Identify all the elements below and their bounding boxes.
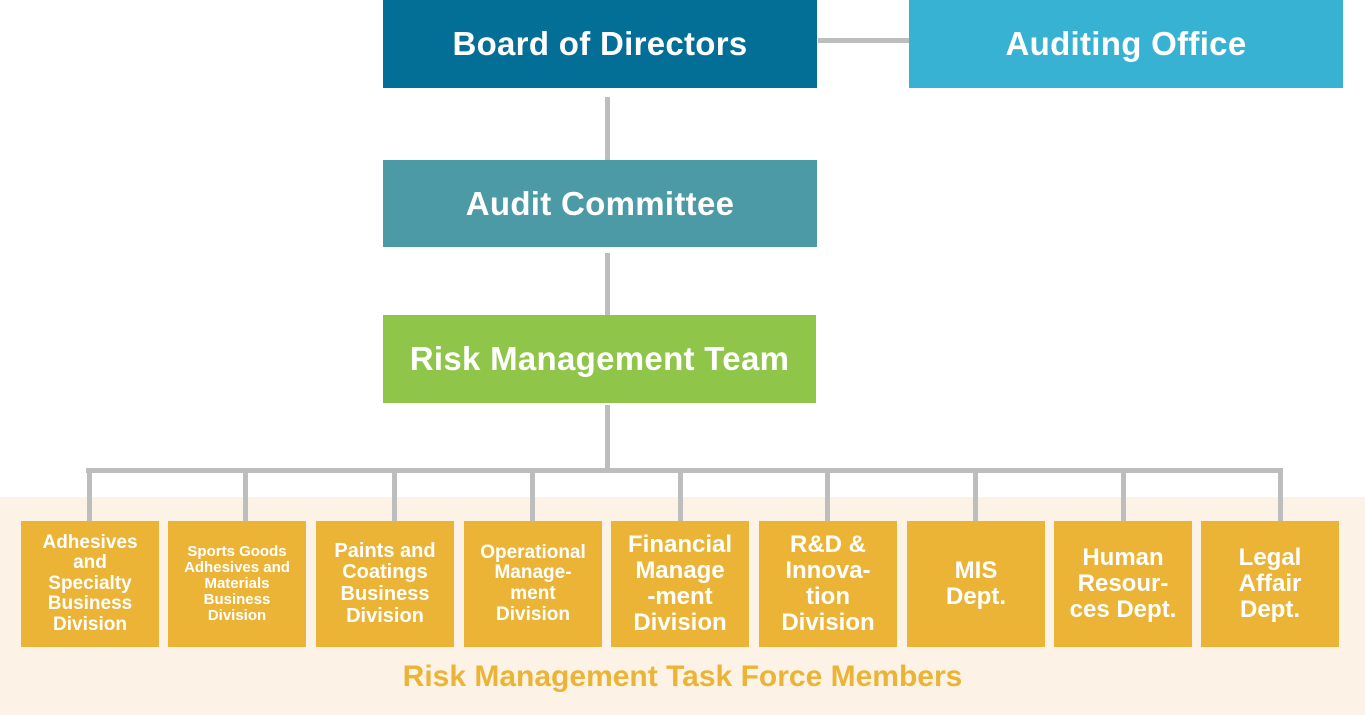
risk-management-team-label: Risk Management Team bbox=[409, 340, 790, 377]
connector-committee-risk bbox=[605, 253, 610, 315]
board-of-directors-label: Board of Directors bbox=[452, 25, 748, 62]
member-box-financial-management: Financial Manage -ment Division bbox=[611, 521, 749, 647]
connector-drop-4 bbox=[530, 470, 535, 521]
member-box-sports-goods: Sports Goods Adhesives and Materials Bus… bbox=[168, 521, 306, 647]
risk-management-team-box: Risk Management Team bbox=[383, 315, 816, 403]
member-label: Operational Manage- ment Division bbox=[480, 541, 586, 625]
task-force-caption: Risk Management Task Force Members bbox=[402, 660, 963, 693]
member-box-paints-coatings: Paints and Coatings Business Division bbox=[316, 521, 454, 647]
member-label: Sports Goods Adhesives and Materials Bus… bbox=[184, 542, 290, 625]
audit-committee-label: Audit Committee bbox=[465, 184, 735, 222]
connector-drop-2 bbox=[243, 470, 248, 521]
connector-drop-3 bbox=[392, 470, 397, 521]
auditing-office-box: Auditing Office bbox=[909, 0, 1343, 88]
member-label: Adhesives and Specialty Business Divisio… bbox=[42, 531, 138, 635]
audit-committee-box: Audit Committee bbox=[383, 160, 817, 247]
connector-drop-7 bbox=[973, 470, 978, 521]
connector-drop-1 bbox=[87, 470, 92, 521]
member-box-rnd-innovation: R&D & Innova- tion Division bbox=[759, 521, 897, 647]
connector-drop-8 bbox=[1121, 470, 1126, 521]
member-box-legal-affair: Legal Affair Dept. bbox=[1201, 521, 1339, 647]
member-box-human-resources: Human Resour- ces Dept. bbox=[1054, 521, 1192, 647]
connector-board-committee bbox=[605, 97, 610, 160]
member-label: Human Resour- ces Dept. bbox=[1069, 544, 1177, 623]
member-label: R&D & Innova- tion Division bbox=[781, 531, 875, 636]
connector-horizontal-bus bbox=[86, 468, 1283, 473]
auditing-office-label: Auditing Office bbox=[1005, 25, 1247, 62]
member-label: Paints and Coatings Business Division bbox=[334, 539, 436, 627]
member-label: MIS Dept. bbox=[946, 557, 1006, 610]
connector-drop-6 bbox=[825, 470, 830, 521]
member-label: Legal Affair Dept. bbox=[1238, 544, 1302, 623]
member-box-operational-management: Operational Manage- ment Division bbox=[464, 521, 602, 647]
member-label: Financial Manage -ment Division bbox=[627, 531, 733, 636]
member-box-mis: MIS Dept. bbox=[907, 521, 1045, 647]
member-box-adhesives-specialty: Adhesives and Specialty Business Divisio… bbox=[21, 521, 159, 647]
board-of-directors-box: Board of Directors bbox=[383, 0, 817, 88]
connector-drop-5 bbox=[678, 470, 683, 521]
connector-risk-bus bbox=[605, 405, 610, 470]
connector-board-auditing bbox=[818, 38, 910, 43]
connector-drop-9 bbox=[1278, 470, 1283, 521]
